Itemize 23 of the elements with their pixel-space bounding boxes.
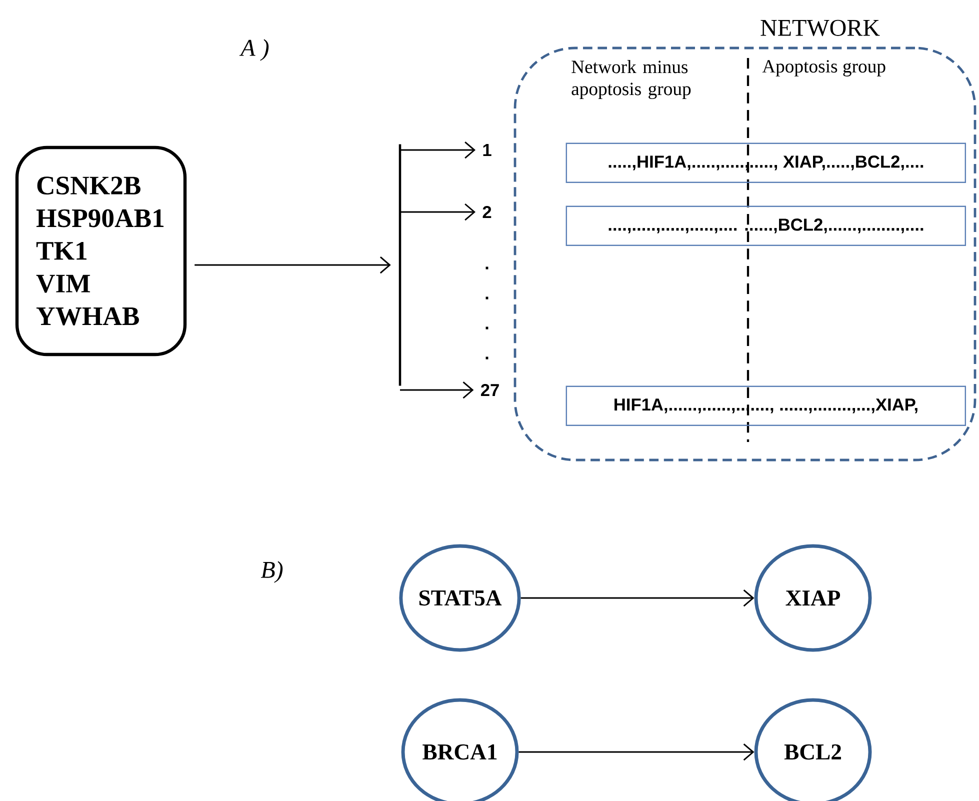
gene-list-box: ....,.....,.....,.....,.... ......,BCL2,......,........,.... xyxy=(566,206,966,246)
row-number: 1 xyxy=(483,144,492,156)
arrow xyxy=(518,743,754,761)
panel-label: A ) xyxy=(239,39,269,61)
arrow xyxy=(194,256,391,274)
gene-set-box: CSNK2B HSP90AB1 TK1 VIM YWHAB xyxy=(15,146,187,356)
gene-list-box: HIF1A,......,......,......., ......,........,...,XIAP, xyxy=(566,386,966,426)
bracket-bar xyxy=(398,144,402,386)
row-number: 2 xyxy=(482,206,492,218)
ellipsis-dot: . xyxy=(486,356,488,360)
ellipsis-dot: . xyxy=(486,266,488,270)
ellipsis-dot: . xyxy=(486,296,488,300)
gene-list-box: .....,HIF1A,.....,.....,....., XIAP,.....,BCL2,.... xyxy=(566,142,966,183)
panel-label: B) xyxy=(260,561,283,583)
arrow xyxy=(400,381,474,399)
column-header: Apoptosis group xyxy=(762,60,886,76)
row-number: 27 xyxy=(480,384,499,396)
arrow xyxy=(400,141,476,159)
arrow xyxy=(520,589,754,607)
column-header: Network minus apoptosis group xyxy=(572,60,691,100)
arrow xyxy=(400,203,476,221)
group-title: NETWORK xyxy=(760,20,880,36)
ellipsis-dot: . xyxy=(486,326,488,330)
